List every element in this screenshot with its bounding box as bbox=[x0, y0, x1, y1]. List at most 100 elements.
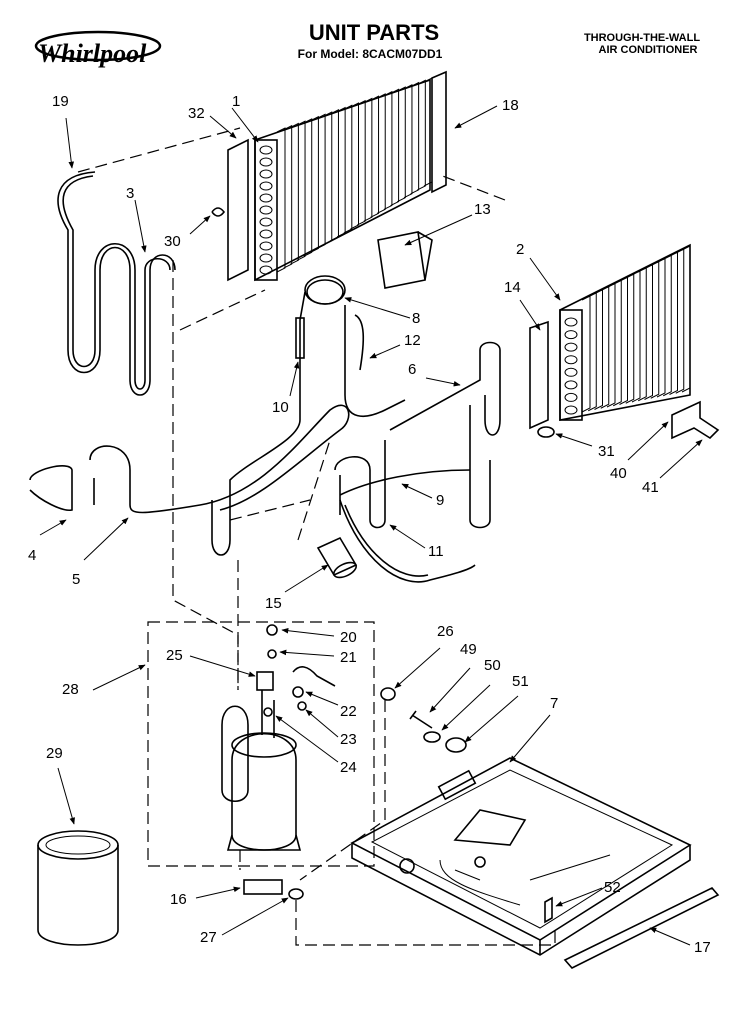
nut bbox=[266, 624, 278, 636]
grommet bbox=[537, 426, 555, 438]
compressor bbox=[221, 690, 302, 851]
callout-3: 3 bbox=[126, 185, 134, 202]
coil-fin bbox=[296, 120, 306, 261]
coil-fin bbox=[600, 285, 610, 409]
callout-41: 41 bbox=[642, 479, 659, 496]
tube-bend bbox=[564, 367, 578, 377]
coil-fin bbox=[310, 115, 319, 253]
coil-fin bbox=[330, 109, 339, 242]
whirlpool-swirl-icon bbox=[34, 30, 162, 62]
callout-2: 2 bbox=[516, 241, 524, 258]
tube-bend bbox=[564, 392, 578, 402]
coil-fin bbox=[336, 106, 346, 238]
washer bbox=[267, 649, 277, 659]
gasket bbox=[263, 707, 273, 717]
callout-28: 28 bbox=[62, 681, 79, 698]
callout-21: 21 bbox=[340, 649, 357, 666]
dashed-guide-lines bbox=[77, 127, 556, 946]
coil-fin bbox=[638, 267, 647, 402]
coil-fin bbox=[613, 279, 622, 407]
coil-fin bbox=[303, 118, 313, 257]
whirlpool-logo: Whirlpool bbox=[34, 30, 162, 68]
screw bbox=[409, 710, 433, 729]
coil-fin bbox=[283, 124, 293, 269]
callout-numbers: 1 2 3 4 5 6 7 8 9 10 11 12 13 14 15 16 1… bbox=[28, 93, 711, 956]
callout-9: 9 bbox=[436, 492, 444, 509]
callout-50: 50 bbox=[484, 657, 501, 674]
callout-7: 7 bbox=[550, 695, 558, 712]
tube-bend bbox=[259, 145, 273, 155]
brand-name: Whirlpool bbox=[38, 39, 147, 68]
coil-fin bbox=[656, 257, 666, 398]
callout-26: 26 bbox=[437, 623, 454, 640]
condenser-coil bbox=[559, 243, 691, 421]
callout-25: 25 bbox=[166, 647, 183, 664]
product-line-2: AIR CONDITIONER bbox=[599, 44, 698, 56]
coil-fin bbox=[390, 88, 400, 206]
tube-bend bbox=[259, 265, 273, 275]
overload bbox=[292, 686, 304, 698]
coil-fin bbox=[377, 93, 386, 214]
compressor-assembly-box bbox=[147, 621, 375, 867]
coil-bracket bbox=[431, 70, 447, 194]
callout-4: 4 bbox=[28, 547, 36, 564]
callout-23: 23 bbox=[340, 731, 357, 748]
callout-11: 11 bbox=[428, 543, 444, 560]
leader-arrows bbox=[39, 105, 703, 946]
callout-18: 18 bbox=[502, 97, 519, 114]
callout-13: 13 bbox=[474, 201, 491, 218]
callout-17: 17 bbox=[694, 939, 711, 956]
coil-fin bbox=[370, 95, 380, 218]
grommet-small bbox=[297, 701, 307, 711]
callout-8: 8 bbox=[412, 310, 420, 327]
tube-bend bbox=[259, 181, 273, 191]
callout-19: 19 bbox=[52, 93, 69, 110]
callout-52: 52 bbox=[604, 879, 621, 896]
drain-filter bbox=[377, 231, 426, 289]
coil-fin bbox=[663, 254, 672, 397]
callout-16: 16 bbox=[170, 891, 187, 908]
callout-31: 31 bbox=[598, 443, 615, 460]
coil-fin bbox=[619, 276, 628, 405]
tube-bend bbox=[564, 342, 578, 352]
coil-fin bbox=[681, 245, 691, 393]
coil-fin bbox=[650, 260, 660, 399]
terminal-cover bbox=[256, 671, 274, 691]
callout-14: 14 bbox=[504, 279, 521, 296]
coil-fin bbox=[410, 81, 420, 195]
tube-bend bbox=[259, 205, 273, 215]
coil-fin bbox=[403, 84, 413, 199]
coil-fin bbox=[397, 86, 406, 203]
mount-grommet bbox=[288, 888, 304, 900]
coil-fin bbox=[276, 127, 286, 273]
tube-bend bbox=[564, 380, 578, 390]
overload-wire bbox=[292, 666, 336, 687]
bushing bbox=[423, 731, 441, 743]
tube-bend bbox=[259, 169, 273, 179]
coil-fin bbox=[581, 295, 591, 413]
tube-bend bbox=[564, 330, 578, 340]
condenser-side-plate bbox=[529, 320, 549, 430]
coil-fin bbox=[383, 90, 393, 210]
callout-49: 49 bbox=[460, 641, 477, 658]
mounting-bracket bbox=[671, 400, 720, 440]
callout-5: 5 bbox=[72, 571, 80, 588]
tube-bend bbox=[259, 229, 273, 239]
callout-29: 29 bbox=[46, 745, 63, 762]
base-clip bbox=[544, 896, 553, 924]
refrigerant-tubing bbox=[29, 171, 501, 583]
callout-24: 24 bbox=[340, 759, 357, 776]
coil-fin bbox=[290, 122, 299, 265]
coil-fin bbox=[675, 248, 685, 394]
tube-bend bbox=[564, 317, 578, 327]
coil-fin bbox=[588, 292, 597, 412]
mount-nut bbox=[380, 687, 396, 701]
page-title: UNIT PARTS bbox=[309, 20, 439, 45]
tube-bend bbox=[259, 253, 273, 263]
tube-bend bbox=[259, 157, 273, 167]
seal-strip bbox=[563, 887, 720, 969]
coil-fin bbox=[323, 111, 333, 246]
base-pan bbox=[350, 757, 692, 956]
compressor-pad bbox=[243, 879, 283, 895]
